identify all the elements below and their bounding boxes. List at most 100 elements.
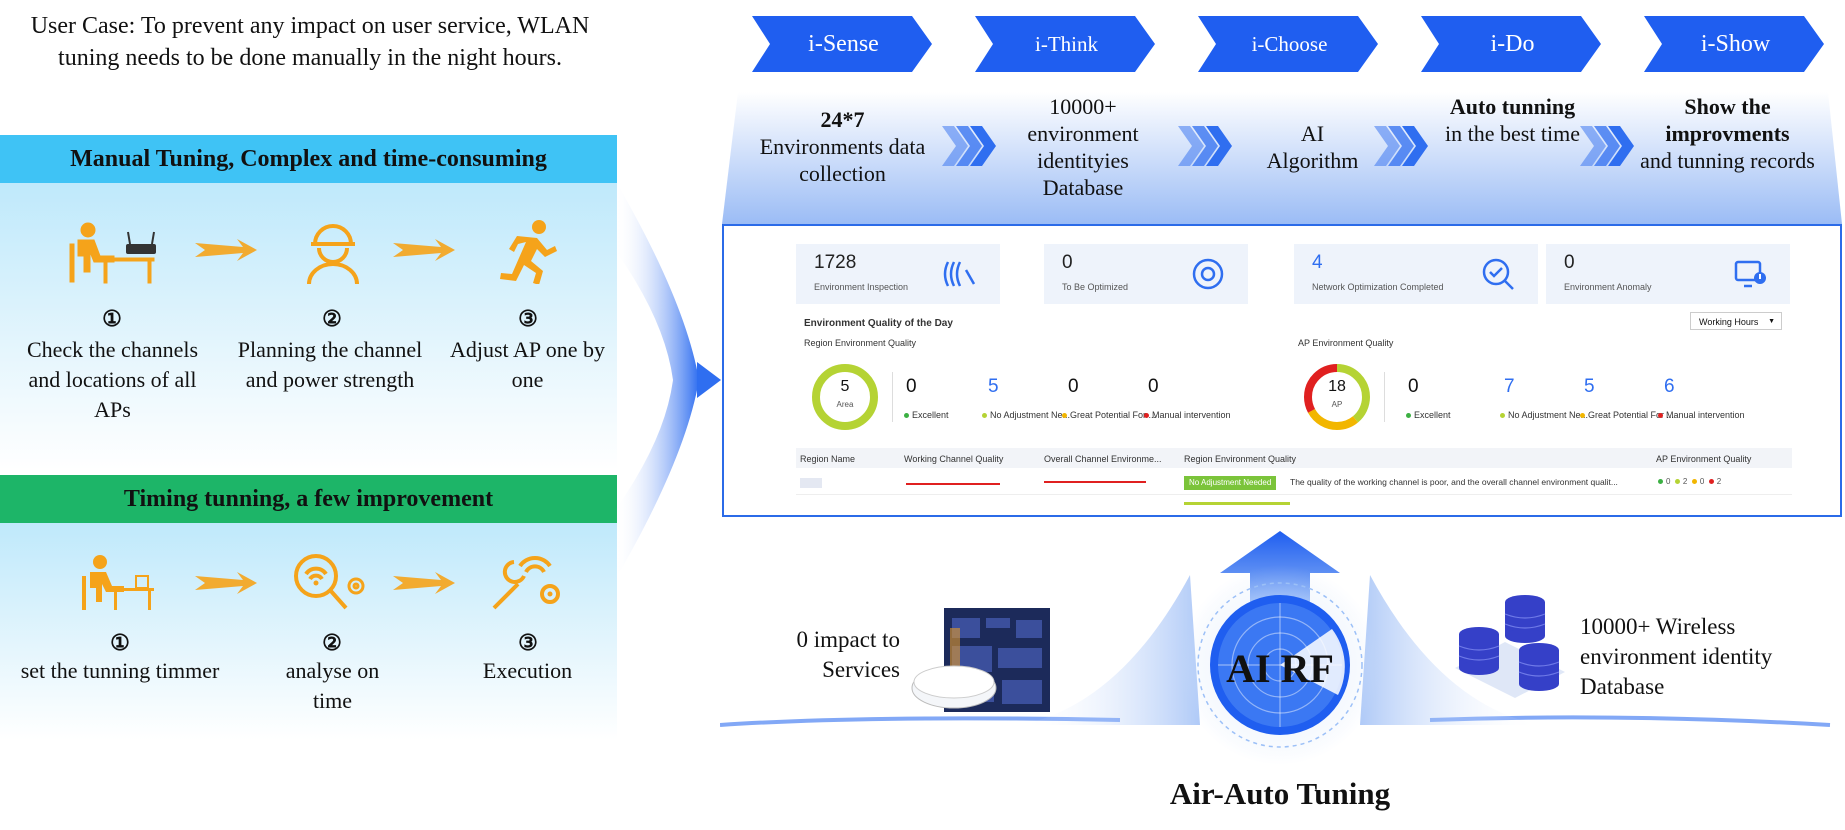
card-environment-inspection[interactable]: 1728 Environment Inspection	[796, 244, 1000, 304]
phase-bold: Auto tunning	[1449, 94, 1576, 119]
ai-rf-label: AI RF	[1226, 646, 1334, 691]
column-header[interactable]: Overall Channel Environme...	[1044, 454, 1162, 464]
access-point-device-icon	[911, 608, 1050, 712]
manual-tuning-panel: Manual Tuning, Complex and time-consumin…	[0, 135, 617, 470]
step-number: ③	[518, 306, 538, 331]
metric-value: 0	[1068, 376, 1079, 397]
phase-label-i-show: i-Show	[1700, 31, 1771, 57]
divider	[892, 372, 893, 422]
step-number: ②	[322, 306, 342, 331]
phase-description: Show the improvments and tunning records	[1630, 93, 1825, 174]
section-title: Environment Quality of the Day	[804, 318, 953, 329]
phase-description: 24*7 Environments data collection	[750, 106, 935, 187]
card-label: Environment Inspection	[814, 282, 909, 292]
ap-ring-value: 18	[1328, 378, 1346, 395]
step-text: set the tunning timmer	[20, 658, 220, 683]
column-header[interactable]: Region Name	[800, 454, 856, 464]
wifi-search-icon	[294, 554, 365, 610]
step-text: Execution	[482, 658, 573, 683]
phase-label-i-think: i-Think	[1035, 32, 1098, 56]
divider	[1384, 372, 1385, 422]
air-auto-tuning-caption: Air-Auto Tuning	[1169, 776, 1391, 811]
step-text: Check the channels and locations of all …	[26, 337, 199, 422]
card-value: 4	[1312, 252, 1323, 273]
dropdown-value: Working Hours	[1699, 317, 1759, 327]
metric-value: 7	[1504, 376, 1515, 397]
metric-label: Great Potential For ...	[1580, 410, 1674, 420]
check-search-icon	[1482, 258, 1514, 290]
ap-ring-chart	[1304, 364, 1370, 430]
working-channel-bar	[906, 483, 1000, 485]
region-ring-label: Area	[836, 400, 854, 409]
card-label: Network Optimization Completed	[1312, 282, 1444, 292]
phase-description: 10000+ environment identityies Database	[1027, 94, 1139, 200]
target-icon	[1192, 258, 1224, 290]
phase-bold: Show the improvments	[1665, 94, 1790, 146]
person-at-desk-icon	[82, 555, 154, 610]
ap-ring-label: AP	[1331, 400, 1343, 409]
wrench-wifi-icon	[492, 556, 560, 610]
column-header[interactable]: AP Environment Quality	[1656, 454, 1752, 464]
metric-value: 0	[1408, 376, 1419, 397]
manual-tuning-body	[0, 183, 617, 470]
metric-label: Excellent	[1406, 410, 1451, 420]
running-person-icon	[500, 220, 557, 284]
working-hours-dropdown[interactable]: Working Hours ▼	[1690, 312, 1782, 330]
column-header[interactable]: Working Channel Quality	[904, 454, 1004, 464]
region-ring-chart	[812, 364, 878, 430]
column-header[interactable]: Region Environment Quality	[1184, 454, 1297, 464]
manual-tuning-title: Manual Tuning, Complex and time-consumin…	[0, 135, 617, 183]
metric-label: No Adjustment Ne...	[982, 410, 1070, 420]
arrow-icon	[393, 572, 455, 594]
engineer-icon	[307, 224, 359, 285]
next-row-badge	[1184, 502, 1290, 505]
funnel-arrow	[615, 180, 721, 580]
card-value: 1728	[814, 252, 857, 273]
arrow-icon	[195, 572, 257, 594]
table-row[interactable]: No Adjustment Needed The quality of the …	[796, 472, 1792, 495]
card-label: Environment Anomaly	[1564, 282, 1652, 292]
step-text: Adjust AP one by one	[449, 337, 606, 392]
timing-tuning-title: Timing tunning, a few improvement	[0, 475, 617, 523]
phase-bold: 24*7	[820, 107, 865, 132]
zero-impact-text: 0 impact to Services	[796, 627, 900, 682]
database-icon	[1455, 595, 1565, 698]
arrow-icon	[195, 239, 257, 261]
ap-counts: 0 2 0 2	[1658, 477, 1721, 486]
region-quality-title: Region Environment Quality	[804, 338, 917, 348]
metric-label: Great Potential For ...	[1062, 410, 1156, 420]
metric-label: No Adjustment Ne...	[1500, 410, 1588, 420]
region-name-cell	[800, 478, 822, 488]
card-value: 0	[1062, 252, 1073, 273]
step-number: ①	[102, 306, 122, 331]
overall-channel-bar	[1044, 481, 1146, 483]
database-text: 10000+ Wireless environment identity Dat…	[1580, 614, 1773, 699]
step-number: ③	[518, 630, 538, 655]
phase-chevrons	[722, 16, 1842, 224]
step-number: ②	[322, 630, 342, 655]
monitor-alert-icon	[1734, 260, 1766, 288]
phase-description: Auto tunning in the best time	[1440, 93, 1585, 147]
metric-value: 5	[988, 376, 999, 397]
arrow-icon	[393, 239, 455, 261]
metric-label: Manual intervention	[1144, 410, 1231, 420]
row-description: The quality of the working channel is po…	[1290, 477, 1618, 487]
step-text: analyse on time	[285, 658, 380, 713]
phase-label-i-do: i-Do	[1490, 31, 1535, 57]
phase-text: in the best time	[1444, 121, 1581, 146]
metric-value: 0	[1148, 376, 1159, 397]
step-text: Planning the channel and power strength	[237, 337, 423, 392]
status-badge: No Adjustment Needed	[1184, 476, 1277, 490]
metric-value: 0	[906, 376, 917, 397]
dashboard-screenshot: 1728 Environment Inspection 0 To Be Opti…	[722, 224, 1842, 517]
metric-value: 6	[1664, 376, 1675, 397]
phase-text: Environments data collection	[759, 134, 926, 186]
card-to-be-optimized[interactable]: 0 To Be Optimized	[1044, 244, 1248, 304]
metric-label: Manual intervention	[1658, 410, 1745, 420]
table-header-row	[796, 448, 1792, 468]
card-network-optimization[interactable]: 4 Network Optimization Completed	[1294, 244, 1538, 304]
card-environment-anomaly[interactable]: 0 Environment Anomaly	[1546, 244, 1790, 304]
card-label: To Be Optimized	[1062, 282, 1129, 292]
chevron-down-icon: ▼	[1768, 318, 1775, 325]
region-ring-value: 5	[840, 378, 850, 395]
